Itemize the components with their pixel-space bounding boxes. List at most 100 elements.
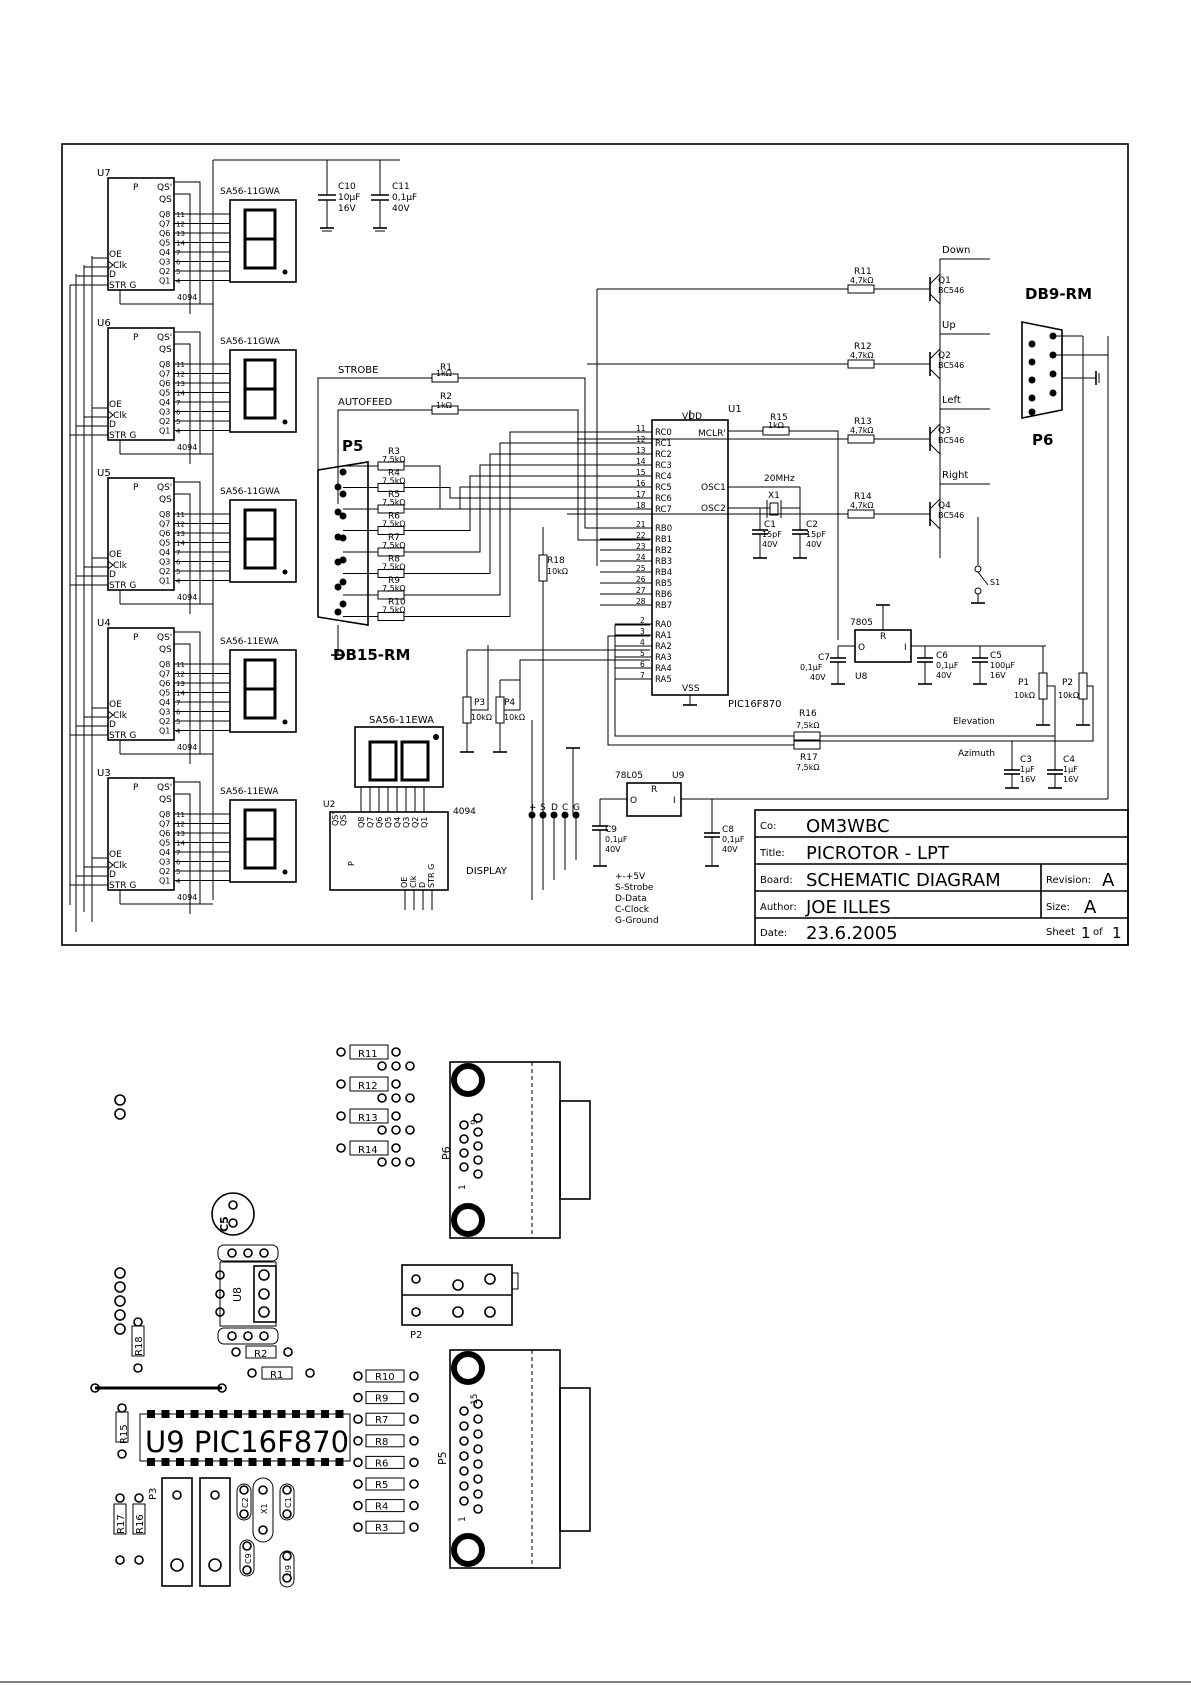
- pcb-resistor-label: R12: [358, 1081, 378, 1092]
- bus-pin-label: D: [551, 803, 558, 813]
- bus-pin-label: +: [529, 803, 537, 813]
- transistor-base-rv: 4,7kΩ: [850, 276, 873, 285]
- connector-p6: DB9-RM P6: [1021, 285, 1109, 449]
- pcb-resistor-label: R14: [358, 1145, 378, 1156]
- pcb-x1-label: X1: [260, 1503, 269, 1514]
- osc1-label: OSC1: [701, 483, 726, 493]
- u9-ref: U9: [672, 771, 685, 781]
- sr-ref: U7: [97, 168, 111, 179]
- p4-ref: P4: [504, 698, 515, 708]
- title-value: PICROTOR - LPT: [806, 843, 950, 864]
- crystal-freq: 20MHz: [764, 474, 795, 484]
- display-part: SA56-11EWA: [220, 787, 279, 797]
- bus-pin-label: C: [562, 803, 568, 813]
- sr-pin-q: Q3: [159, 708, 170, 717]
- svg-text:15: 15: [636, 468, 646, 477]
- mcu-pin-rb: RB7: [655, 601, 672, 611]
- svg-text:Q8: Q8: [357, 817, 366, 828]
- svg-text:3: 3: [640, 627, 645, 636]
- sr-pin-strg: STR G: [109, 731, 136, 741]
- resistor-input: R97,5kΩ: [343, 442, 650, 600]
- svg-text:24: 24: [636, 553, 646, 562]
- r18-ref: R18: [547, 556, 565, 566]
- svg-text:26: 26: [636, 575, 646, 584]
- bus-pin-label: G: [573, 803, 580, 813]
- sr-pin-strg: STR G: [109, 281, 136, 291]
- svg-text:4: 4: [176, 428, 181, 436]
- schematic-frame: [61, 143, 1129, 946]
- resistor-value: 7,5kΩ: [382, 477, 405, 486]
- mcu-pin-rb: RB1: [655, 535, 672, 545]
- sr-part: 4094: [177, 443, 197, 452]
- co-value: OM3WBC: [806, 816, 890, 837]
- transistor-ref: Q3: [938, 426, 951, 436]
- title-block: Co: OM3WBC Title: PICROTOR - LPT Board: …: [754, 809, 1129, 946]
- svg-text:14: 14: [176, 390, 185, 398]
- svg-text:5: 5: [176, 268, 180, 276]
- sr-pin-clk: Clk: [113, 261, 128, 271]
- u1-part: PIC16F870: [728, 699, 782, 710]
- resistor-value: 7,5kΩ: [382, 563, 405, 572]
- mcu-pin-rc: RC3: [655, 461, 672, 471]
- svg-text:12: 12: [176, 521, 185, 529]
- pcb-resistor: R4: [353, 1499, 419, 1513]
- sr-pin-q: Q6: [159, 829, 170, 838]
- svg-text:4: 4: [176, 578, 181, 586]
- u2-display-part: SA56-11EWA: [369, 715, 434, 726]
- sr-pin-d: D: [109, 720, 116, 730]
- sr-pin-q: Q4: [159, 548, 170, 557]
- resistor-input: R87,5kΩ: [343, 453, 650, 578]
- c3-volt: 16V: [1020, 775, 1036, 784]
- p1-ref: P1: [1018, 678, 1029, 688]
- sheet-label: Sheet: [1046, 927, 1075, 938]
- sr-part: 4094: [177, 743, 197, 752]
- author-label: Author:: [760, 902, 797, 913]
- svg-text:4: 4: [176, 278, 181, 286]
- svg-text:12: 12: [176, 221, 185, 229]
- svg-text:Q1: Q1: [420, 817, 429, 828]
- title-label: Title:: [759, 848, 785, 859]
- transistor-part: BC546: [938, 286, 964, 295]
- sr-pin-strg: STR G: [109, 581, 136, 591]
- resistor-input: R57,5kΩ: [343, 486, 650, 514]
- regulator-u8: 7805 U8 R O I: [850, 604, 912, 682]
- svg-text:OE: OE: [400, 877, 409, 888]
- sr-pin-q: Q8: [159, 810, 170, 819]
- svg-text:I: I: [904, 643, 907, 653]
- resistor-ref: R6: [388, 512, 400, 522]
- p2-value: 10kΩ: [1058, 691, 1079, 700]
- size-value: A: [1084, 897, 1097, 918]
- sr-pin-q: Q7: [159, 820, 170, 829]
- pcb-c2-label: C2: [241, 1497, 250, 1508]
- svg-text:13: 13: [636, 446, 646, 455]
- svg-text:16: 16: [636, 479, 646, 488]
- sr-pin-p: P: [133, 333, 139, 343]
- svg-text:27: 27: [636, 586, 646, 595]
- sr-pin-clk: Clk: [113, 411, 128, 421]
- sr-pin-oe: OE: [109, 550, 122, 560]
- transistor-ref: Q4: [938, 501, 951, 511]
- c1-volt: 40V: [762, 540, 778, 549]
- sr-pin-q: Q6: [159, 529, 170, 538]
- sr-pin-q: Q8: [159, 510, 170, 519]
- pcb-resistor-label: R6: [375, 1458, 388, 1469]
- transistor-part: BC546: [938, 511, 964, 520]
- resistor-value: 7,5kΩ: [382, 455, 405, 464]
- pcb-resistor-label: R11: [358, 1049, 378, 1060]
- svg-text:7: 7: [176, 249, 180, 257]
- svg-text:13: 13: [176, 830, 185, 838]
- sr-pin-q: Q5: [159, 689, 170, 698]
- r17-ref: R17: [800, 753, 818, 763]
- svg-text:7: 7: [176, 549, 180, 557]
- cap-c11: C11 0,1µF 40V: [371, 160, 417, 232]
- sr-pin-q: Q5: [159, 239, 170, 248]
- pcb-u9-label: U9: [284, 1565, 293, 1576]
- svg-text:14: 14: [176, 540, 185, 548]
- sr-pin-qs1: QS': [157, 183, 172, 193]
- c8-ref: C8: [722, 825, 734, 835]
- r1-ref: R1: [440, 363, 452, 373]
- sr-pin-q: Q6: [159, 379, 170, 388]
